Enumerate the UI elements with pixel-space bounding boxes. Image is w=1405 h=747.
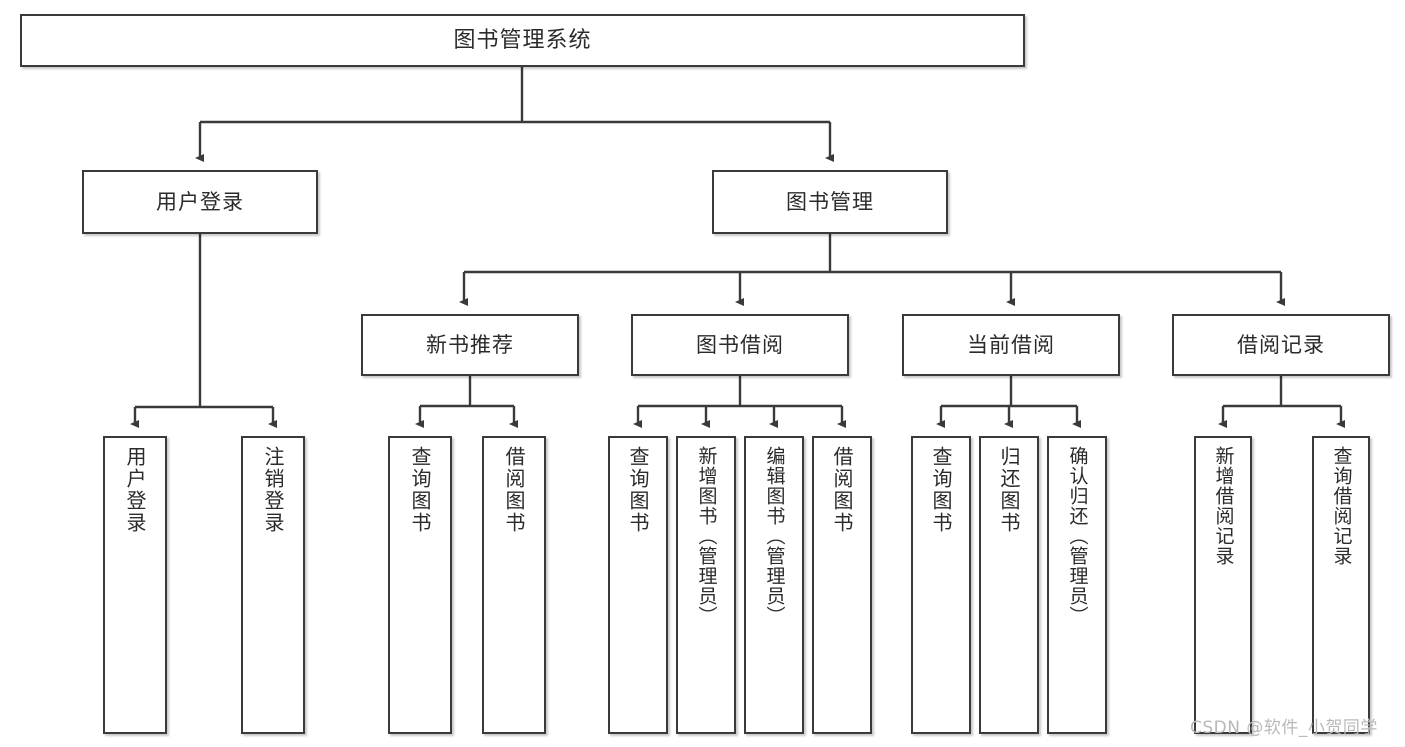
node-leaf-query-record[interactable]: 查询借阅记录 xyxy=(1312,436,1370,734)
node-label: 查询图书 xyxy=(626,446,650,534)
node-leaf-query-book-2[interactable]: 查询图书 xyxy=(608,436,668,734)
node-leaf-user-logout[interactable]: 注销登录 xyxy=(241,436,305,734)
node-label: 新书推荐 xyxy=(426,332,514,357)
node-label: 归还图书 xyxy=(997,446,1021,534)
node-label: 确认归还（管理员） xyxy=(1066,446,1089,626)
node-label: 图书借阅 xyxy=(696,332,784,357)
node-leaf-add-record[interactable]: 新增借阅记录 xyxy=(1194,436,1252,734)
node-label: 借阅图书 xyxy=(830,446,854,534)
node-label: 用户登录 xyxy=(123,446,147,534)
node-current-borrow[interactable]: 当前借阅 xyxy=(902,314,1120,376)
node-leaf-query-book-1[interactable]: 查询图书 xyxy=(388,436,452,734)
node-leaf-query-book-3[interactable]: 查询图书 xyxy=(911,436,971,734)
node-leaf-confirm-return[interactable]: 确认归还（管理员） xyxy=(1047,436,1107,734)
csdn-watermark: CSDN @软件_小贺同学 xyxy=(1190,718,1378,738)
node-book-management[interactable]: 图书管理 xyxy=(712,170,948,234)
node-label: 借阅记录 xyxy=(1237,332,1325,357)
node-label: 新增图书（管理员） xyxy=(695,446,718,626)
node-borrow-record[interactable]: 借阅记录 xyxy=(1172,314,1390,376)
node-leaf-edit-book[interactable]: 编辑图书（管理员） xyxy=(744,436,804,734)
node-label: 查询图书 xyxy=(929,446,953,534)
node-user-login[interactable]: 用户登录 xyxy=(82,170,318,234)
node-label: 借阅图书 xyxy=(502,446,526,534)
node-label: 新增借阅记录 xyxy=(1212,446,1235,566)
node-leaf-return-book[interactable]: 归还图书 xyxy=(979,436,1039,734)
node-label: 用户登录 xyxy=(156,189,244,214)
node-label: 查询借阅记录 xyxy=(1330,446,1353,566)
node-leaf-borrow-book-2[interactable]: 借阅图书 xyxy=(812,436,872,734)
node-label: 查询图书 xyxy=(408,446,432,534)
node-book-borrow[interactable]: 图书借阅 xyxy=(631,314,849,376)
node-leaf-user-login[interactable]: 用户登录 xyxy=(103,436,167,734)
node-label: 当前借阅 xyxy=(967,332,1055,357)
node-leaf-borrow-book-1[interactable]: 借阅图书 xyxy=(482,436,546,734)
node-label: 注销登录 xyxy=(261,446,285,534)
node-label: 图书管理 xyxy=(786,189,874,214)
node-label: 编辑图书（管理员） xyxy=(763,446,786,626)
node-new-book-recommend[interactable]: 新书推荐 xyxy=(361,314,579,376)
node-root-system[interactable]: 图书管理系统 xyxy=(20,14,1025,67)
node-leaf-add-book[interactable]: 新增图书（管理员） xyxy=(676,436,736,734)
node-label: 图书管理系统 xyxy=(453,27,592,53)
